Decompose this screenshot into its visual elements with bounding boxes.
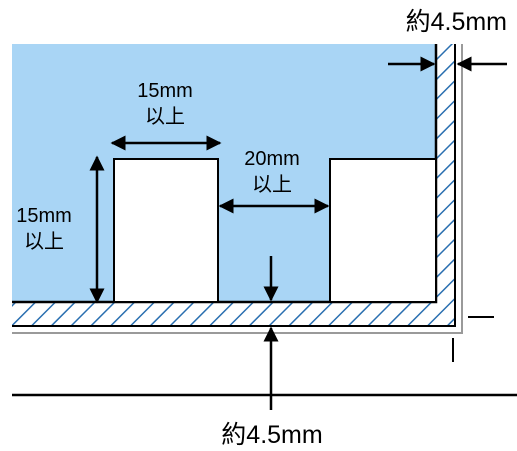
- photo-right: [329, 158, 437, 303]
- height-value-label: 15mm: [16, 205, 72, 227]
- gap-suffix-label: 以上: [252, 173, 292, 196]
- bottom-margin-hatch: [12, 302, 455, 326]
- platen-edge: [12, 44, 463, 334]
- width-value-label: 15mm: [137, 80, 193, 102]
- bottom-margin-label: 約4.5mm: [221, 421, 322, 449]
- top-right-margin-label: 約4.5mm: [406, 8, 507, 36]
- height-suffix-label: 以上: [24, 230, 64, 253]
- width-suffix-label: 以上: [145, 105, 185, 128]
- photo-left: [113, 158, 219, 303]
- outer-margin-border: [12, 44, 456, 327]
- gap-value-label: 20mm: [244, 148, 300, 170]
- right-margin-hatch: [436, 44, 455, 326]
